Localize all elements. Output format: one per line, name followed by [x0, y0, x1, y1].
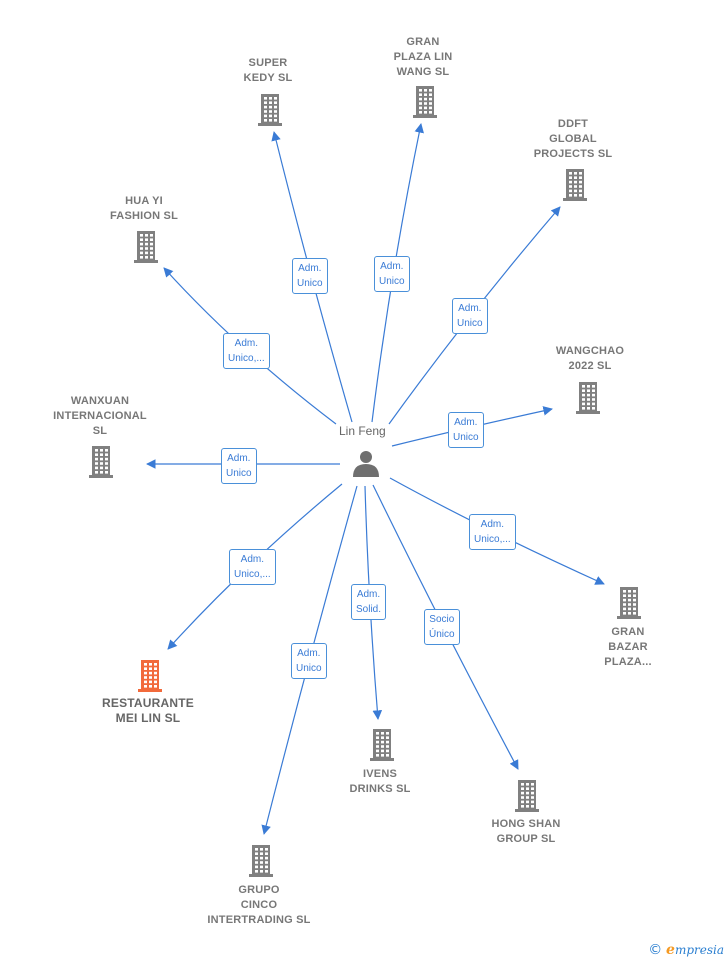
- building-icon-ddft[interactable]: [563, 169, 587, 201]
- edge-label-line: Adm.: [234, 338, 259, 349]
- edge-label-line: Adm.: [240, 554, 265, 565]
- edge-label-line: Unico,...: [228, 353, 265, 364]
- edge-label-line: Adm.: [356, 589, 381, 600]
- company-label-line: MEI LIN SL: [115, 711, 181, 725]
- company-label-line: KEDY SL: [243, 72, 293, 84]
- company-label-line: DRINKS SL: [349, 783, 411, 795]
- company-label-line: WANG SL: [396, 66, 450, 78]
- edge-label-wanxuan[interactable]: Adm. Unico: [221, 448, 257, 484]
- company-label-line: SL: [92, 425, 108, 437]
- company-label-grupo[interactable]: GRUPO CINCO INTERTRADING SL: [189, 883, 329, 928]
- edge-label-super[interactable]: Adm. Unico: [292, 258, 328, 294]
- building-icon-super[interactable]: [258, 94, 282, 126]
- edge-label-line: Unico: [379, 276, 405, 287]
- edge-label-line: Socio: [429, 614, 455, 625]
- building-icon-wanxuan[interactable]: [89, 446, 113, 478]
- edge-label-line: Adm.: [454, 417, 478, 428]
- company-label-line: GRAN: [406, 36, 440, 48]
- edge-label-granbazar[interactable]: Adm. Unico,...: [469, 514, 516, 550]
- edge-label-line: Unico: [296, 663, 322, 674]
- edge-label-line: Adm.: [297, 648, 321, 659]
- company-label-line: FASHION SL: [109, 210, 178, 222]
- edge-label-line: Solid.: [356, 604, 382, 615]
- edge-label-ddft[interactable]: Adm. Unico: [452, 298, 488, 334]
- edge-label-line: Unico: [297, 278, 323, 289]
- company-label-line: GRAN: [611, 626, 645, 638]
- company-label-ivens[interactable]: IVENS DRINKS SL: [310, 767, 450, 797]
- company-label-line: PLAZA LIN: [393, 51, 453, 63]
- brand-initial: e: [666, 942, 675, 958]
- center-person-name[interactable]: Lin Feng: [339, 424, 386, 438]
- company-label-line: IVENS: [362, 768, 397, 780]
- company-label-line: RESTAURANTE: [102, 696, 194, 710]
- building-icon-huayi[interactable]: [134, 231, 158, 263]
- company-label-line: 2022 SL: [568, 360, 612, 372]
- building-icon-ivens[interactable]: [370, 729, 394, 761]
- building-icon-grupo[interactable]: [249, 845, 273, 877]
- edge-label-line: Unico,...: [234, 569, 271, 580]
- company-label-line: WANXUAN: [70, 395, 130, 407]
- edge-label-line: Adm.: [298, 263, 322, 274]
- company-label-line: HONG SHAN: [491, 818, 561, 830]
- company-label-line: HUA YI: [125, 195, 163, 207]
- edge-label-grupo[interactable]: Adm. Unico: [291, 643, 327, 679]
- company-label-line: INTERTRADING SL: [207, 914, 311, 926]
- edge-label-line: Único: [429, 629, 455, 640]
- building-icon-hongshan[interactable]: [515, 780, 539, 812]
- edge-label-line: Unico: [453, 432, 479, 443]
- edge-label-line: Unico: [457, 318, 483, 329]
- company-label-huayi[interactable]: HUA YI FASHION SL: [74, 194, 214, 224]
- edge-label-huayi[interactable]: Adm. Unico,...: [223, 333, 270, 369]
- edge-label-granplaza[interactable]: Adm. Unico: [374, 256, 410, 292]
- company-label-line: PLAZA...: [604, 656, 652, 668]
- company-label-line: SUPER: [248, 57, 288, 69]
- company-label-wanxuan[interactable]: WANXUAN INTERNACIONAL SL: [30, 394, 170, 439]
- edge-label-line: Adm.: [458, 303, 482, 314]
- company-label-super[interactable]: SUPER KEDY SL: [198, 56, 338, 86]
- edge-label-wangchao[interactable]: Adm. Unico: [448, 412, 484, 448]
- building-icon-wangchao[interactable]: [576, 382, 600, 414]
- company-label-line: DDFT: [557, 118, 589, 130]
- copyright-icon: ©: [648, 942, 663, 958]
- empresia-brand[interactable]: © empresia: [648, 942, 724, 958]
- company-label-hongshan[interactable]: HONG SHAN GROUP SL: [456, 817, 596, 847]
- company-label-line: GROUP SL: [496, 833, 556, 845]
- brand-name: mpresia: [674, 943, 724, 957]
- company-label-granbazar[interactable]: GRAN BAZAR PLAZA...: [558, 625, 698, 670]
- company-label-line: CINCO: [240, 899, 278, 911]
- company-label-line: WANGCHAO: [555, 345, 625, 357]
- edge-label-line: Adm.: [480, 519, 505, 530]
- company-label-line: INTERNACIONAL: [53, 410, 147, 422]
- person-icon[interactable]: [353, 451, 379, 477]
- company-label-line: BAZAR: [608, 641, 648, 653]
- company-label-line: GRUPO: [238, 884, 280, 896]
- edge-label-restaurante[interactable]: Adm. Unico,...: [229, 549, 276, 585]
- edge-label-line: Unico: [226, 468, 252, 479]
- building-icon-granplaza[interactable]: [413, 86, 437, 118]
- edge-label-line: Adm.: [227, 453, 251, 464]
- edge-label-line: Unico,...: [474, 534, 511, 545]
- edge-label-line: Adm.: [380, 261, 404, 272]
- company-label-line: GLOBAL: [549, 133, 597, 145]
- edge-label-ivens[interactable]: Adm. Solid.: [351, 584, 387, 620]
- building-icon-restaurante[interactable]: [138, 660, 162, 692]
- company-label-wangchao[interactable]: WANGCHAO 2022 SL: [520, 344, 660, 374]
- company-label-ddft[interactable]: DDFT GLOBAL PROJECTS SL: [503, 117, 643, 162]
- company-label-line: PROJECTS SL: [533, 148, 613, 160]
- building-icon-granbazar[interactable]: [617, 587, 641, 619]
- company-label-granplaza[interactable]: GRAN PLAZA LIN WANG SL: [353, 35, 493, 80]
